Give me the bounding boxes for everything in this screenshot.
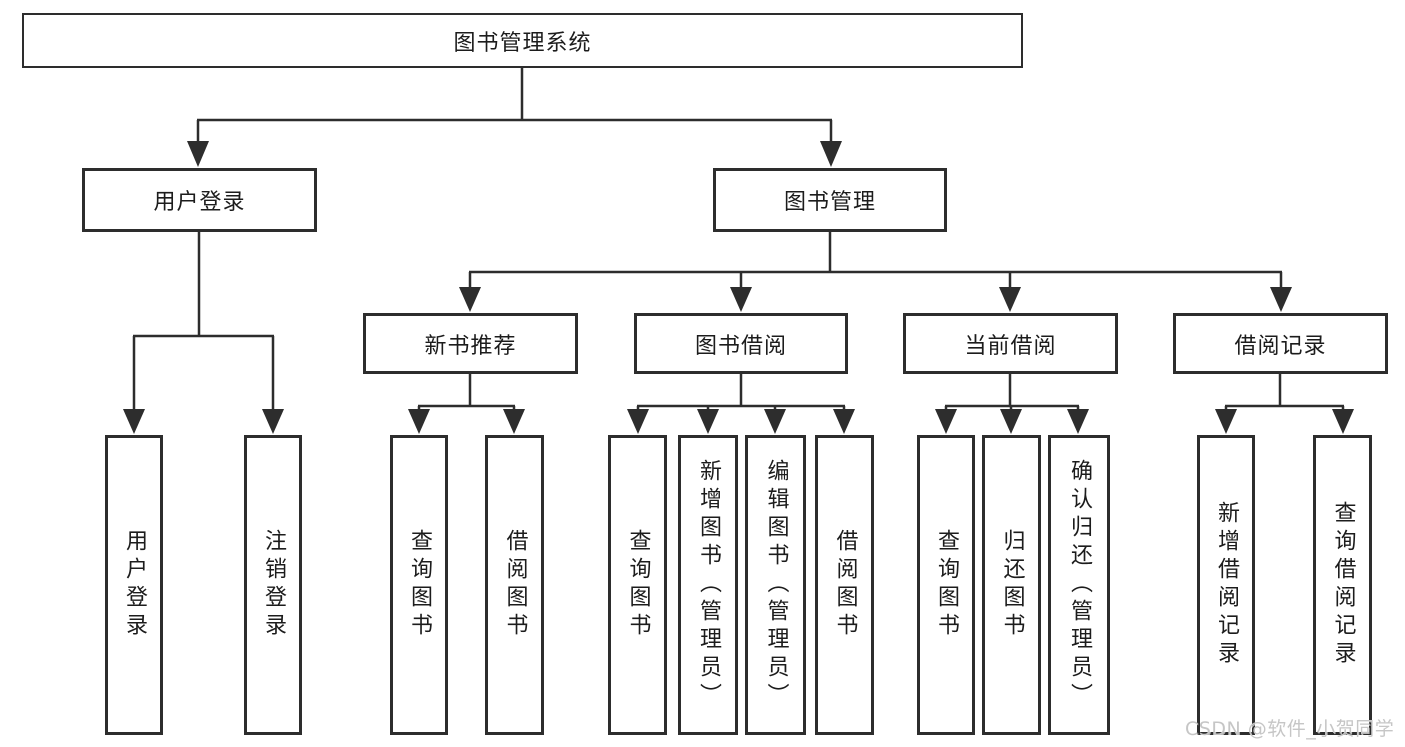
arrowhead-icon [820,141,842,167]
leaf-logout: 注销登录 [244,435,302,735]
node-borrow-record: 借阅记录 [1173,313,1388,374]
node-label: 确认归还（管理员） [1067,459,1092,711]
connector-bookborrow-to-leaves [636,373,846,420]
node-label: 查询借阅记录 [1330,501,1356,669]
node-label: 查询图书 [625,529,651,641]
node-root-system: 图书管理系统 [22,13,1023,68]
arrowhead-icon [1215,409,1237,434]
arrowhead-icon [1332,409,1354,434]
node-label: 用户登录 [153,190,246,215]
node-new-book-recommend: 新书推荐 [363,313,578,374]
arrowhead-icon [1000,409,1022,434]
node-label: 借阅图书 [832,529,858,641]
arrowheads [123,141,1354,434]
leaf-current-confirm-return-admin: 确认归还（管理员） [1048,435,1110,735]
node-label: 图书借阅 [694,333,787,359]
arrowhead-icon [1270,287,1292,312]
node-label: 新书推荐 [424,333,517,359]
connector-stems [132,65,1345,420]
node-user-login-module: 用户登录 [82,168,317,232]
leaf-borrow-borrow-books: 借阅图书 [815,435,874,735]
arrowhead-icon [935,409,957,434]
node-label: 查询图书 [934,529,959,641]
leaf-record-add-borrow-record: 新增借阅记录 [1197,435,1255,735]
node-label: 注销登录 [261,529,286,641]
leaf-current-return-books: 归还图书 [982,435,1041,735]
arrowhead-icon [408,409,430,434]
arrowhead-icon [503,409,525,434]
arrowhead-icon [730,287,752,312]
node-book-management-module: 图书管理 [713,168,947,232]
leaf-newbook-borrow-books: 借阅图书 [485,435,544,735]
leaf-borrow-query-books: 查询图书 [608,435,667,735]
leaf-borrow-edit-books-admin: 编辑图书（管理员） [745,435,806,735]
node-label: 新增图书（管理员） [696,459,721,711]
connector-bookmgmt-to-level3 [468,231,1283,298]
node-label: 新增借阅记录 [1214,501,1239,669]
arrowhead-icon [187,141,209,167]
watermark-text: CSDN @软件_小贺同学 [1185,718,1395,740]
arrowhead-icon [123,409,145,434]
node-label: 用户登录 [122,529,147,641]
arrowhead-icon [697,409,719,434]
node-label: 图书管理系统 [453,30,592,56]
leaf-borrow-add-books-admin: 新增图书（管理员） [678,435,738,735]
arrowhead-icon [262,409,284,434]
arrowhead-icon [459,287,481,312]
node-label: 当前借阅 [964,333,1057,359]
leaf-user-login: 用户登录 [105,435,163,735]
connector-userlogin-to-leaves [132,231,275,420]
leaf-current-query-books: 查询图书 [917,435,975,735]
arrowhead-icon [1067,409,1089,434]
connector-root-to-level2 [196,65,833,150]
node-book-borrow: 图书借阅 [634,313,848,374]
leaf-newbook-query-books: 查询图书 [390,435,448,735]
leaf-record-query-borrow-record: 查询借阅记录 [1313,435,1372,735]
connector-newbook-to-leaves [417,373,516,420]
arrowhead-icon [833,409,855,434]
node-label: 归还图书 [999,529,1025,641]
node-label: 借阅记录 [1234,333,1327,359]
node-label: 图书管理 [783,190,876,215]
node-label: 查询图书 [407,529,432,641]
node-label: 借阅图书 [502,529,528,641]
arrowhead-icon [999,287,1021,312]
arrowhead-icon [764,409,786,434]
node-current-borrow: 当前借阅 [903,313,1118,374]
node-label: 编辑图书（管理员） [763,459,789,711]
arrowhead-icon [627,409,649,434]
connector-borrowrecord-to-leaves [1224,373,1345,420]
